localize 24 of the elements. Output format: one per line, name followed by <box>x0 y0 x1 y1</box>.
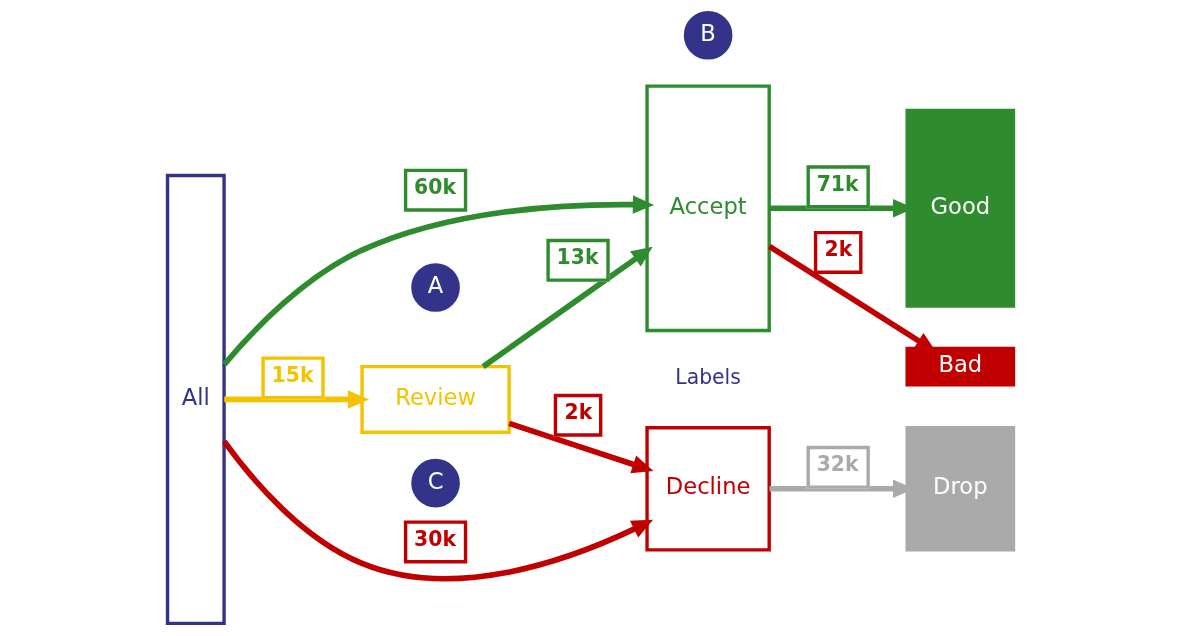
edge-label: 2k <box>824 237 853 262</box>
node-circle: B <box>683 10 733 60</box>
node-box: Review <box>360 364 511 434</box>
edge-label: 60k <box>414 175 456 200</box>
node-box: Accept <box>645 84 771 333</box>
arrow <box>222 195 655 367</box>
node-box: Good <box>905 108 1016 308</box>
edge-label: 15k <box>271 362 314 387</box>
edge-label: 32k <box>816 452 859 477</box>
node-box: Drop <box>905 426 1016 552</box>
node-box: Decline <box>645 426 771 552</box>
node-circle: A <box>411 263 460 312</box>
arrow <box>508 420 654 474</box>
edge-label: 13k <box>556 245 599 270</box>
edge-label: 30k <box>414 526 456 551</box>
node-circle: C <box>411 458 460 508</box>
arrow <box>224 390 370 409</box>
arrow <box>221 439 654 582</box>
node-box: All <box>165 173 226 626</box>
edge-label: 2k <box>564 400 593 425</box>
arrow <box>481 246 653 369</box>
edge-label: 71k <box>816 171 859 196</box>
node-box: Bad <box>905 346 1016 387</box>
label: Labels <box>675 365 741 390</box>
